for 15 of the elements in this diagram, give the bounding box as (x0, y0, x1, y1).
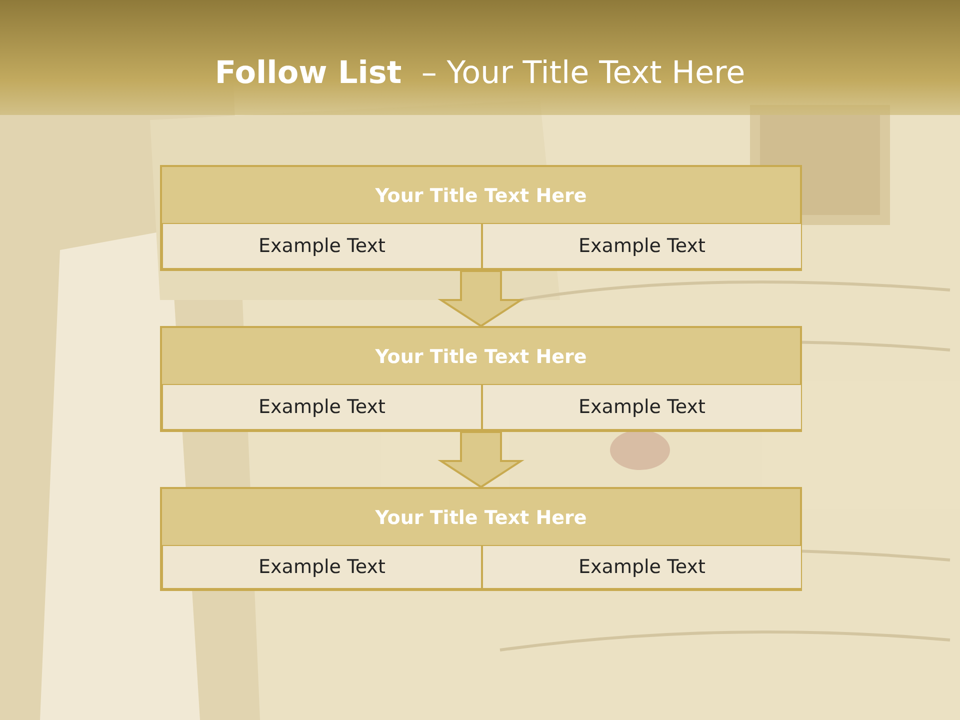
table-cell: Example Text (482, 223, 802, 269)
table-cell: Example Text (482, 545, 802, 589)
heading: Your Title Text Here (375, 184, 587, 206)
table-cell: Example Text (482, 384, 802, 430)
arrow (438, 270, 524, 328)
arrow (438, 431, 524, 488)
table-box (160, 326, 802, 432)
table-cell: Example Text (162, 545, 482, 589)
table-box (160, 487, 802, 591)
slide-title: Follow List – Your Title Text Here (214, 55, 746, 91)
table-cell: Example Text (162, 223, 482, 269)
heading: Your Title Text Here (375, 346, 587, 368)
heading: Your Title Text Here (375, 506, 587, 528)
table-cell: Example Text (162, 384, 482, 430)
table-box (160, 165, 802, 271)
